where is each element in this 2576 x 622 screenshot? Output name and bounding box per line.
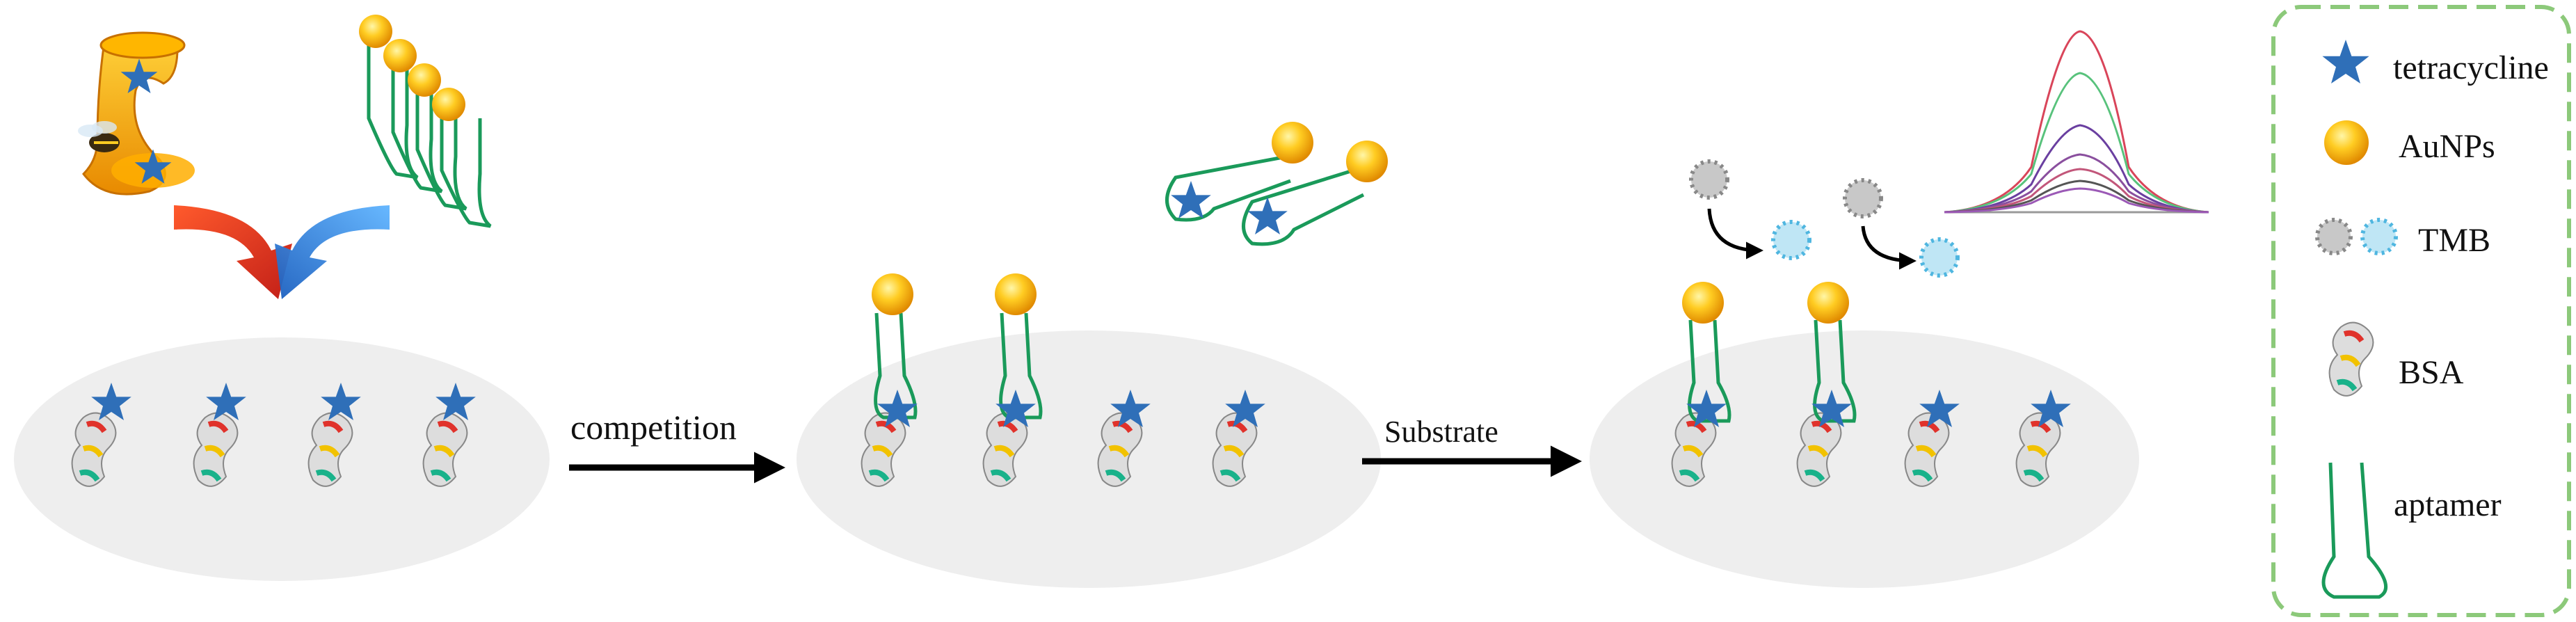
legend-aunps-label: AuNPs [2399, 128, 2495, 165]
legend-tmb-label: TMB [2418, 222, 2491, 259]
substrate-label: Substrate [1384, 415, 1498, 449]
blue-curved-arrow [275, 205, 390, 299]
star-icon [1247, 197, 1288, 234]
star-icon [206, 383, 246, 420]
gold-nanoparticle-icon [872, 273, 913, 315]
gold-nanoparticle-icon [1807, 282, 1849, 324]
gold-nanoparticle-icon [2324, 120, 2369, 165]
sensor-plate-2 [797, 330, 1381, 588]
legend-tetracycline-label: tetracycline [2393, 49, 2549, 86]
legend-bsa-label: BSA [2399, 354, 2464, 391]
gold-nanoparticle-icon [1272, 122, 1313, 164]
star-icon [1686, 390, 1727, 427]
star-icon [1110, 390, 1151, 427]
gold-nanoparticle-icon [995, 273, 1037, 315]
tmb-molecule-icon [1919, 237, 1960, 278]
honey-bee-icon [78, 31, 195, 196]
star-icon [1919, 390, 1960, 427]
released-complex [1165, 154, 1365, 246]
star-icon [2031, 390, 2071, 427]
tmb-molecule-icon [1689, 159, 1729, 200]
red-curved-arrow [174, 205, 292, 299]
star-icon [120, 58, 158, 93]
gold-nanoparticle-icon [359, 15, 392, 48]
aptamer-gold-cluster [367, 45, 492, 228]
tmb-reaction-2 [1843, 178, 1960, 278]
legend-aptamer-label: aptamer [2394, 486, 2502, 523]
aptamer-hairpin-icon [2321, 462, 2387, 599]
star-icon [1811, 390, 1852, 427]
sensor-plate-3 [1590, 330, 2139, 588]
tmb-molecule-icon [2315, 218, 2353, 255]
tmb-molecule-icon [2360, 218, 2398, 255]
star-icon [2322, 40, 2369, 83]
star-icon [1171, 181, 1211, 218]
star-icon [134, 149, 172, 184]
absorbance-spectra-inset [1944, 30, 2209, 214]
panel1-bsa-group [71, 412, 468, 487]
gold-nanoparticle-icon [1682, 282, 1724, 324]
gold-nanoparticle-icon [432, 88, 465, 121]
tmb-molecule-icon [1843, 178, 1883, 218]
tmb-molecule-icon [1771, 220, 1811, 260]
star-icon [321, 383, 361, 420]
sensor-plate-1 [14, 337, 550, 581]
gold-nanoparticle-icon [383, 39, 417, 72]
star-icon [91, 383, 131, 420]
competition-label: competition [570, 408, 737, 447]
legend-box [2271, 5, 2571, 617]
bsa-protein-icon [2328, 321, 2374, 397]
tmb-reaction-1 [1689, 159, 1811, 260]
star-icon [435, 383, 476, 420]
star-icon [995, 390, 1036, 427]
gold-nanoparticle-icon [408, 63, 441, 97]
star-icon [877, 390, 918, 427]
star-icon [1225, 390, 1265, 427]
gold-nanoparticle-icon [1346, 141, 1388, 182]
